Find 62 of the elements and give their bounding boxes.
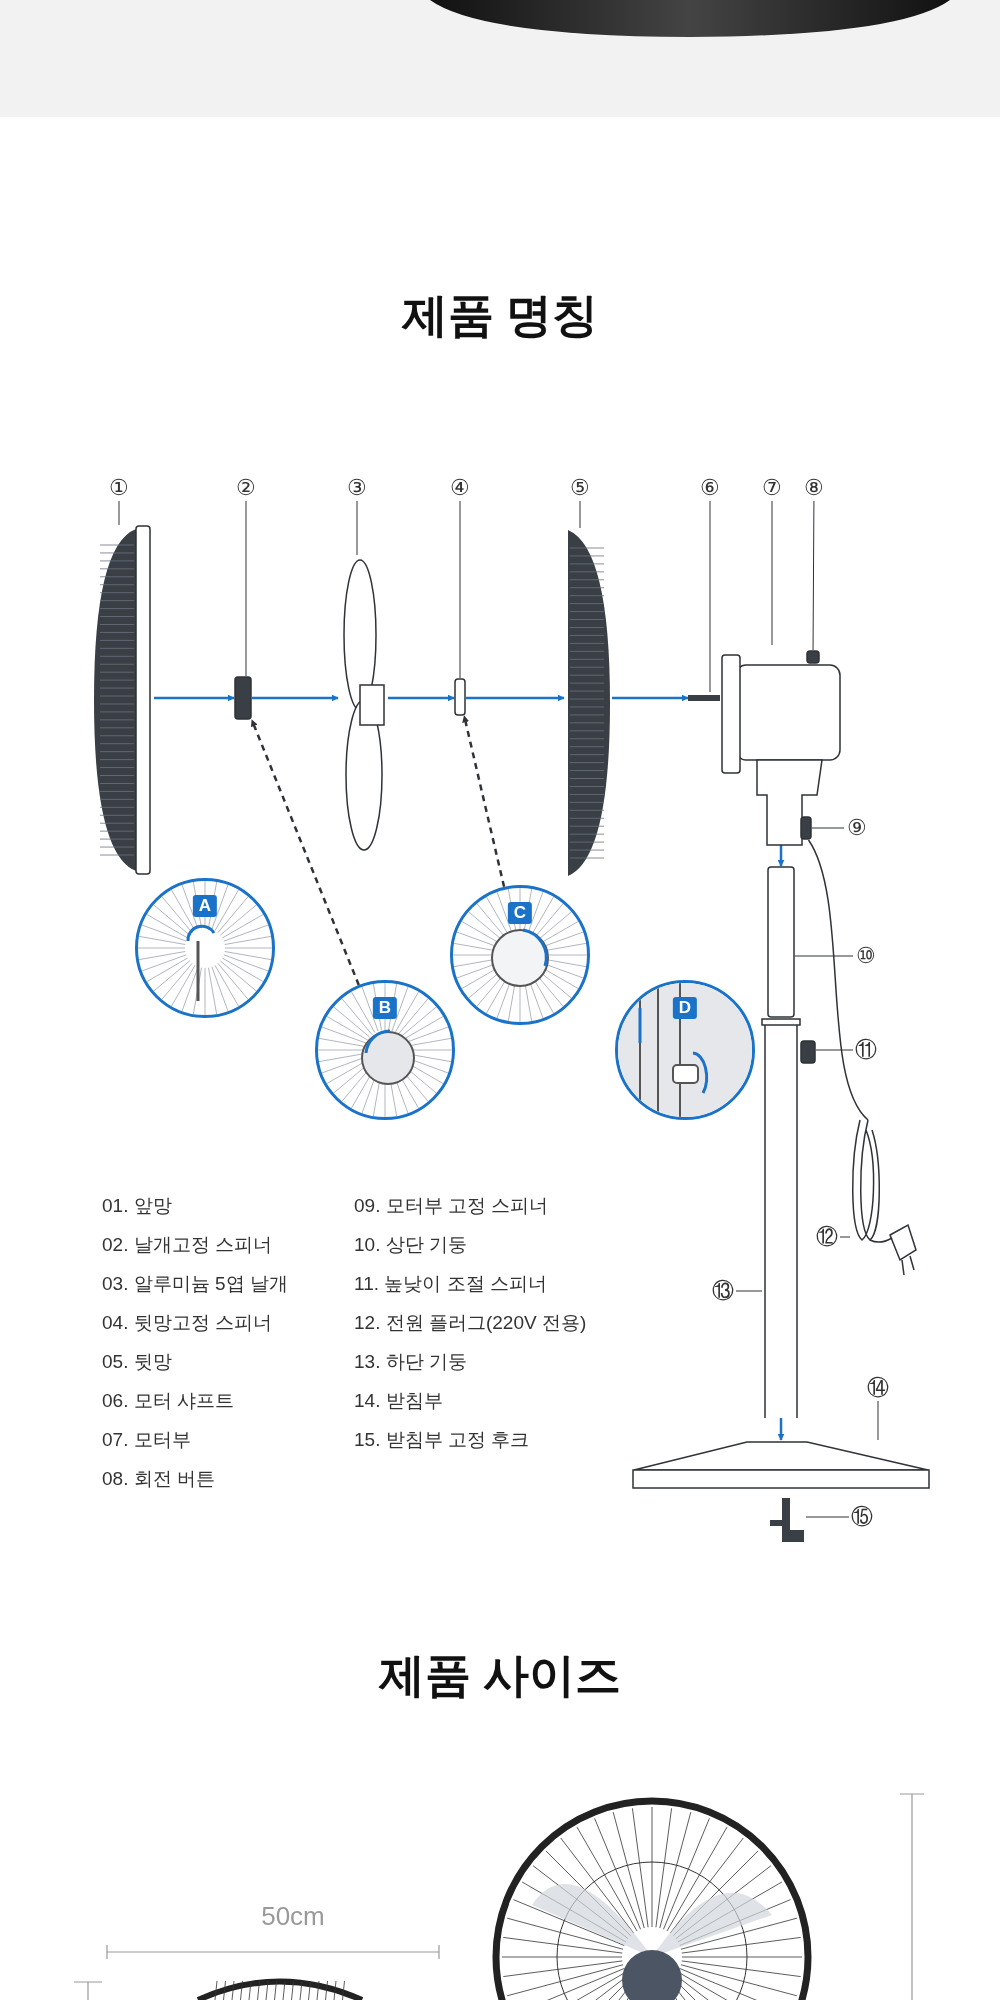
- section-title: 제품 사이즈: [377, 1648, 623, 1703]
- motor-spinner-drawing: [800, 816, 812, 840]
- blade-spinner-drawing: [234, 676, 252, 720]
- part-list-item: 06. 모터 샤프트: [102, 1389, 234, 1413]
- leader-line: [771, 500, 773, 646]
- arrow: [388, 694, 455, 702]
- arrow: [154, 694, 235, 702]
- dimension-label: 50cm: [260, 1900, 326, 1932]
- power-cord: [807, 839, 869, 1121]
- base-hook-drawing: [768, 1496, 806, 1544]
- front-grille-drawing: [92, 525, 154, 875]
- leader-line: [579, 500, 581, 529]
- leader-line: [794, 955, 854, 957]
- stand-base-drawing: [632, 1440, 930, 1490]
- part-list-item: 12. 전원 플러그(220V 전용): [354, 1311, 587, 1335]
- part-list-item: 11. 높낮이 조절 스피너: [354, 1272, 547, 1296]
- arrow: [250, 719, 360, 986]
- section-title: 제품 명칭: [400, 288, 600, 343]
- leader-line: [805, 1516, 850, 1518]
- detail-letter: C: [507, 902, 533, 924]
- leader-line: [735, 1290, 763, 1292]
- detail-letter: B: [372, 997, 398, 1019]
- detail-letter: A: [192, 895, 218, 917]
- callout-number: ⑬: [710, 1278, 736, 1304]
- callout-number: ⑭: [865, 1375, 891, 1401]
- callout-number: ⑫: [814, 1224, 840, 1250]
- leader-line: [839, 1236, 851, 1238]
- arrow: [466, 694, 565, 702]
- leader-line: [877, 1400, 879, 1441]
- part-list-item: 03. 알루미늄 5엽 날개: [102, 1272, 288, 1296]
- leader-line: [245, 500, 247, 677]
- arrow: [252, 694, 339, 702]
- part-list-item: 08. 회전 버튼: [102, 1467, 215, 1491]
- part-list-item: 04. 뒷망고정 스피너: [102, 1311, 272, 1335]
- part-list-item: 15. 받침부 고정 후크: [354, 1428, 530, 1452]
- leader-line: [118, 500, 120, 526]
- arrow: [612, 694, 689, 702]
- part-list-item: 05. 뒷망: [102, 1350, 172, 1374]
- rotate-button-drawing: [806, 650, 820, 664]
- callout-number: ⑪: [853, 1037, 879, 1063]
- arrow: [777, 1418, 785, 1441]
- part-list-item: 10. 상단 기둥: [354, 1233, 467, 1257]
- arrow: [777, 845, 785, 867]
- detail-letter: D: [672, 997, 698, 1019]
- callout-number: ⑮: [849, 1504, 875, 1530]
- leader-line: [356, 500, 358, 556]
- leader-line: [812, 500, 815, 651]
- motor-shaft-drawing: [688, 692, 720, 704]
- height-knob-drawing: [800, 1040, 816, 1064]
- part-list-item: 13. 하단 기둥: [354, 1350, 467, 1374]
- part-list-item: 07. 모터부: [102, 1428, 191, 1452]
- part-list-item: 01. 앞망: [102, 1194, 172, 1218]
- part-list-item: 09. 모터부 고정 스피너: [354, 1194, 549, 1218]
- part-list-item: 14. 받침부: [354, 1389, 443, 1413]
- part-list-item: 02. 날개고정 스피너: [102, 1233, 272, 1257]
- lower-pole-drawing: [762, 1018, 800, 1418]
- leader-line: [709, 500, 711, 693]
- leader-line: [811, 827, 845, 829]
- leader-line: [459, 500, 461, 679]
- rear-spinner-drawing: [454, 678, 466, 716]
- leader-line: [815, 1049, 854, 1051]
- upper-pole-drawing: [767, 866, 795, 1018]
